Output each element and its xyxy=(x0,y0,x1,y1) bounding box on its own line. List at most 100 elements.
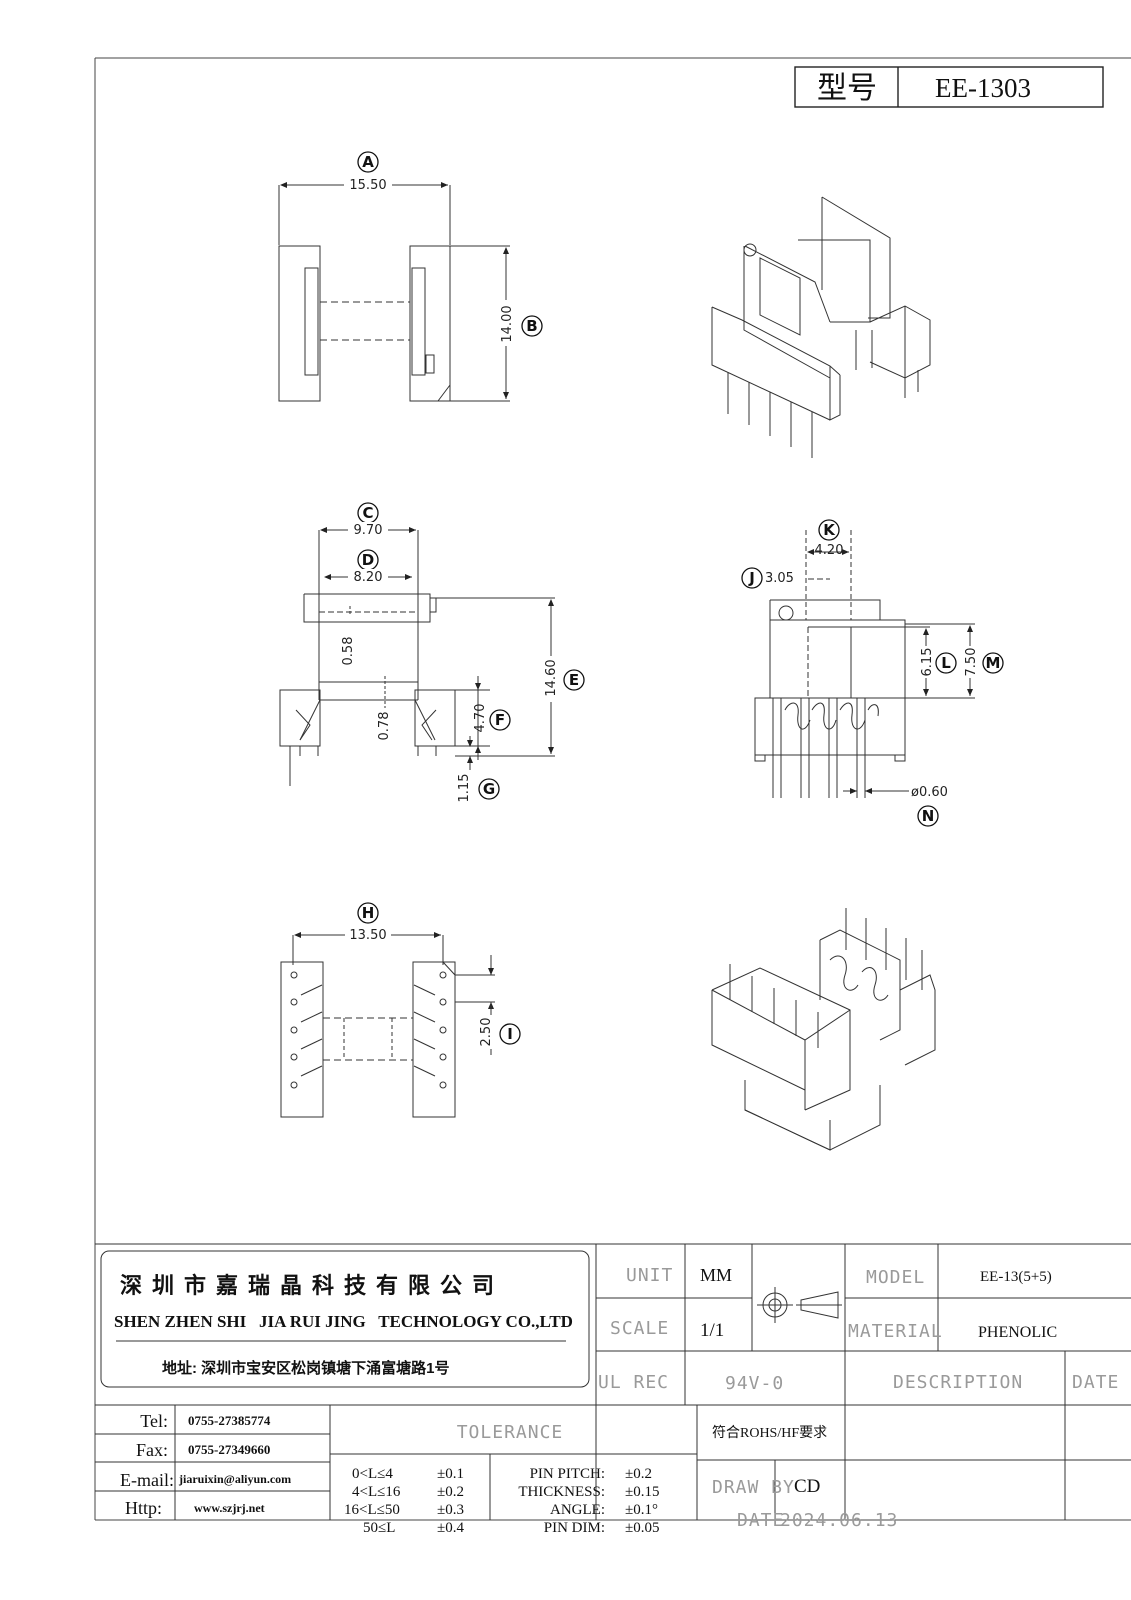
http-value: www.szjrj.net xyxy=(194,1501,265,1515)
dim-b-letter: B xyxy=(526,317,537,335)
dim-f: 4.70 F xyxy=(473,704,511,733)
dim-a: A 15.50 xyxy=(344,151,392,193)
dim-h: H 13.50 xyxy=(345,902,391,943)
scale-label: SCALE xyxy=(610,1318,669,1339)
dim-g-value: 1.15 xyxy=(457,774,472,803)
dim-inner-058: 0.58 xyxy=(341,637,356,666)
dim-j-value: 3.05 xyxy=(765,571,794,586)
description-label: DESCRIPTION xyxy=(893,1372,1023,1393)
model-label: MODEL xyxy=(866,1267,925,1288)
fax-label: Fax: xyxy=(136,1440,168,1460)
dim-k-letter: K xyxy=(823,521,836,539)
dim-l-value: 6.15 xyxy=(920,648,935,677)
date-label: DATE xyxy=(1072,1372,1119,1393)
dim-h-value: 13.50 xyxy=(349,928,386,943)
dim-b-value: 14.00 xyxy=(500,305,515,342)
dim-i-value: 2.50 xyxy=(479,1018,494,1047)
rohs-compliance: 符合ROHS/HF要求 xyxy=(712,1425,827,1441)
dim-d-value: 8.20 xyxy=(354,570,383,585)
dim-d: D 8.20 xyxy=(348,549,388,585)
fax-value: 0755-27349660 xyxy=(188,1442,270,1457)
tol-item-0: PIN PITCH: xyxy=(530,1466,605,1482)
draw-by-label: DRAW BY xyxy=(712,1477,795,1498)
dim-m-value: 7.50 xyxy=(964,648,979,677)
http-label: Http: xyxy=(125,1498,162,1518)
tol-item-value-3: ±0.05 xyxy=(625,1520,659,1536)
view-bottom-hi xyxy=(280,932,495,1118)
tol-item-3: PIN DIM: xyxy=(544,1520,605,1536)
dim-e-letter: E xyxy=(569,671,579,689)
dim-a-value: 15.50 xyxy=(349,178,386,193)
dim-k: K 4.20 xyxy=(815,519,844,558)
material-value: PHENOLIC xyxy=(978,1324,1057,1341)
projection-symbol-icon xyxy=(757,1287,842,1323)
dim-d-letter: D xyxy=(362,551,374,569)
draw-by-value: CD xyxy=(794,1476,820,1497)
tol-item-1: THICKNESS: xyxy=(518,1484,605,1500)
sheet-border xyxy=(94,57,1131,1521)
iso-view-bottom xyxy=(711,908,936,1151)
dim-c-value: 9.70 xyxy=(354,523,383,538)
title-block xyxy=(95,1243,1131,1520)
tol-value-0: ±0.1 xyxy=(437,1466,464,1482)
tol-item-value-1: ±0.15 xyxy=(625,1484,659,1500)
dim-f-letter: F xyxy=(495,711,505,729)
email-label: E-mail: xyxy=(120,1470,174,1490)
tol-value-3: ±0.4 xyxy=(437,1520,464,1536)
ul-rec-value: 94V-0 xyxy=(725,1373,784,1394)
dim-n-letter: N xyxy=(922,807,935,825)
tel-label: Tel: xyxy=(140,1411,168,1431)
header-model-box: 型号 EE-1303 xyxy=(794,66,1104,108)
dim-n-value: ø0.60 xyxy=(911,785,948,800)
view-side-jklmn xyxy=(754,530,975,798)
header-model-label: 型号 xyxy=(817,72,877,105)
dim-m: 7.50 M xyxy=(963,646,1004,678)
email-value: jiaruixin@aliyun.com xyxy=(178,1472,291,1486)
tolerance-title: TOLERANCE xyxy=(457,1422,564,1443)
tol-range-2: 16<L≤50 xyxy=(344,1502,400,1518)
dim-g-letter: G xyxy=(483,780,495,798)
dim-l-letter: L xyxy=(941,654,951,672)
model-value: EE-13(5+5) xyxy=(980,1269,1052,1285)
dim-l: 6.15 L xyxy=(919,646,957,678)
tel-value: 0755-27385774 xyxy=(188,1413,271,1428)
dim-inner-078: 0.78 xyxy=(377,712,392,741)
dim-j-letter: J xyxy=(748,569,755,587)
dim-a-letter: A xyxy=(362,153,374,171)
date-row-value: 2024.06.13 xyxy=(780,1510,898,1531)
dim-e: 14.60 E xyxy=(544,656,585,702)
ul-rec-label: UL REC xyxy=(598,1372,669,1393)
dim-k-value: 4.20 xyxy=(815,543,844,558)
dim-h-letter: H xyxy=(362,904,375,922)
iso-view-top xyxy=(711,196,931,458)
dim-c-letter: C xyxy=(362,504,373,522)
unit-value: MM xyxy=(700,1265,732,1285)
dim-g: 1.15 G xyxy=(457,774,500,803)
dim-i-letter: I xyxy=(507,1025,513,1043)
date-row-label: DATE xyxy=(737,1510,784,1531)
unit-label: UNIT xyxy=(626,1265,673,1286)
header-model-value: EE-1303 xyxy=(935,73,1031,103)
tol-range-0: 0<L≤4 xyxy=(352,1466,393,1482)
dim-e-value: 14.60 xyxy=(544,659,559,696)
tol-value-1: ±0.2 xyxy=(437,1484,464,1500)
tol-range-3: 50≤L xyxy=(363,1520,395,1536)
view-top-ab xyxy=(278,182,510,402)
dim-f-value: 4.70 xyxy=(473,704,488,733)
company-name-en: SHEN ZHEN SHI JIA RUI JING TECHNOLOGY CO… xyxy=(114,1312,573,1331)
dim-i: 2.50 I xyxy=(478,1015,521,1049)
dim-c: C 9.70 xyxy=(348,502,388,538)
tol-range-1: 4<L≤16 xyxy=(352,1484,401,1500)
company-address: 地址: 深圳市宝安区松岗镇塘下涌富塘路1号 xyxy=(162,1359,450,1377)
tol-item-value-2: ±0.1° xyxy=(625,1502,658,1518)
dim-j: J 3.05 xyxy=(741,567,794,589)
scale-value: 1/1 xyxy=(700,1320,724,1341)
tol-item-value-0: ±0.2 xyxy=(625,1466,652,1482)
material-label: MATERIAL xyxy=(848,1321,943,1342)
dim-b: 14.00 B xyxy=(500,300,543,346)
tol-value-2: ±0.3 xyxy=(437,1502,464,1518)
view-front-cdefg xyxy=(279,527,555,786)
dim-n: ø0.60 N xyxy=(911,785,948,827)
dim-m-letter: M xyxy=(986,654,1001,672)
